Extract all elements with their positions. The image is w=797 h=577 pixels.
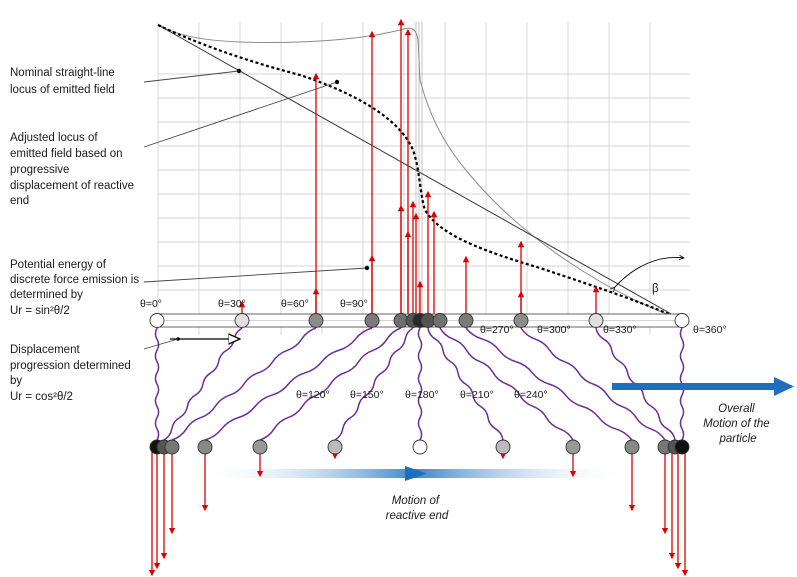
emission-points [149, 313, 690, 328]
displacement-label: Displacement progression determined by U… [10, 344, 134, 403]
angle-label: θ=210° [460, 389, 494, 401]
reactive-end-motion-arrow [200, 466, 630, 481]
nominal-locus-label: Nominal straight-line locus of emitted f… [10, 67, 118, 96]
reactive-circle [565, 439, 581, 455]
adjusted-locus-point [334, 79, 340, 85]
emission-circle [364, 313, 380, 328]
nominal-locus-point [236, 68, 242, 74]
adjusted-locus-label: Adjusted locus of emitted field based on… [10, 132, 137, 207]
wave-line [465, 327, 633, 441]
emission-circle [588, 313, 604, 328]
reactive-circle [624, 439, 640, 455]
displacement-arrow [143, 337, 240, 350]
wave-line [163, 327, 243, 441]
angle-label: θ=0° [140, 298, 162, 310]
emission-circle [308, 313, 324, 328]
beta-angle [615, 257, 684, 287]
reactive-circle [252, 439, 268, 455]
adjusted-locus-curve [157, 24, 683, 321]
emission-circle [458, 313, 474, 328]
wave-line [417, 327, 423, 441]
potential-energy-label: Potential energy of discrete force emiss… [10, 259, 142, 317]
angle-label: θ=330° [603, 324, 637, 336]
wave-line [439, 327, 574, 441]
angle-label: θ=300° [537, 324, 571, 336]
reactive-end-points [149, 439, 690, 455]
reactive-circle [327, 439, 343, 455]
angle-label: θ=60° [281, 298, 309, 310]
emission-circle [432, 313, 448, 328]
emission-circle [674, 313, 690, 328]
nominal-locus-line [157, 24, 683, 321]
wave-line [171, 327, 317, 441]
beta-label: β [652, 283, 659, 295]
angle-label: θ=240° [514, 389, 548, 401]
background-grid [157, 22, 690, 335]
overall-motion-label: Overall Motion of the particle [703, 403, 773, 445]
reactive-circle [412, 439, 428, 455]
reactive-motion-label: Motion of reactive end [386, 495, 449, 522]
wave-connectors [154, 327, 685, 441]
reactive-circle [197, 439, 213, 455]
angle-label: θ=90° [340, 298, 368, 310]
annotation-leaders [143, 70, 368, 283]
angle-labels: θ=0° θ=30° θ=60° θ=90° θ=270° θ=300° θ=3… [140, 298, 727, 401]
angle-label: θ=180° [405, 389, 439, 401]
wave-line [334, 327, 414, 441]
wave-line [259, 327, 402, 441]
force-emission-arrows [238, 18, 600, 314]
reactive-circle [495, 439, 511, 455]
angle-label: θ=360° [693, 324, 727, 336]
wave-line [204, 327, 373, 441]
emission-circle [234, 313, 250, 328]
angle-label: θ=120° [296, 389, 330, 401]
wave-line [427, 327, 504, 441]
angle-label: θ=150° [350, 389, 384, 401]
reactive-circle [674, 439, 690, 455]
angle-label: θ=270° [480, 324, 514, 336]
wave-line [520, 327, 666, 441]
reactive-circle [164, 439, 180, 455]
angle-label: θ=30° [218, 298, 246, 310]
wave-line [154, 327, 160, 441]
emission-circle [149, 313, 165, 328]
overall-motion-arrow [612, 377, 794, 396]
potential-energy-point [364, 265, 370, 271]
annotation-text: Nominal straight-line locus of emitted f… [10, 67, 773, 522]
emission-circle [513, 313, 529, 328]
